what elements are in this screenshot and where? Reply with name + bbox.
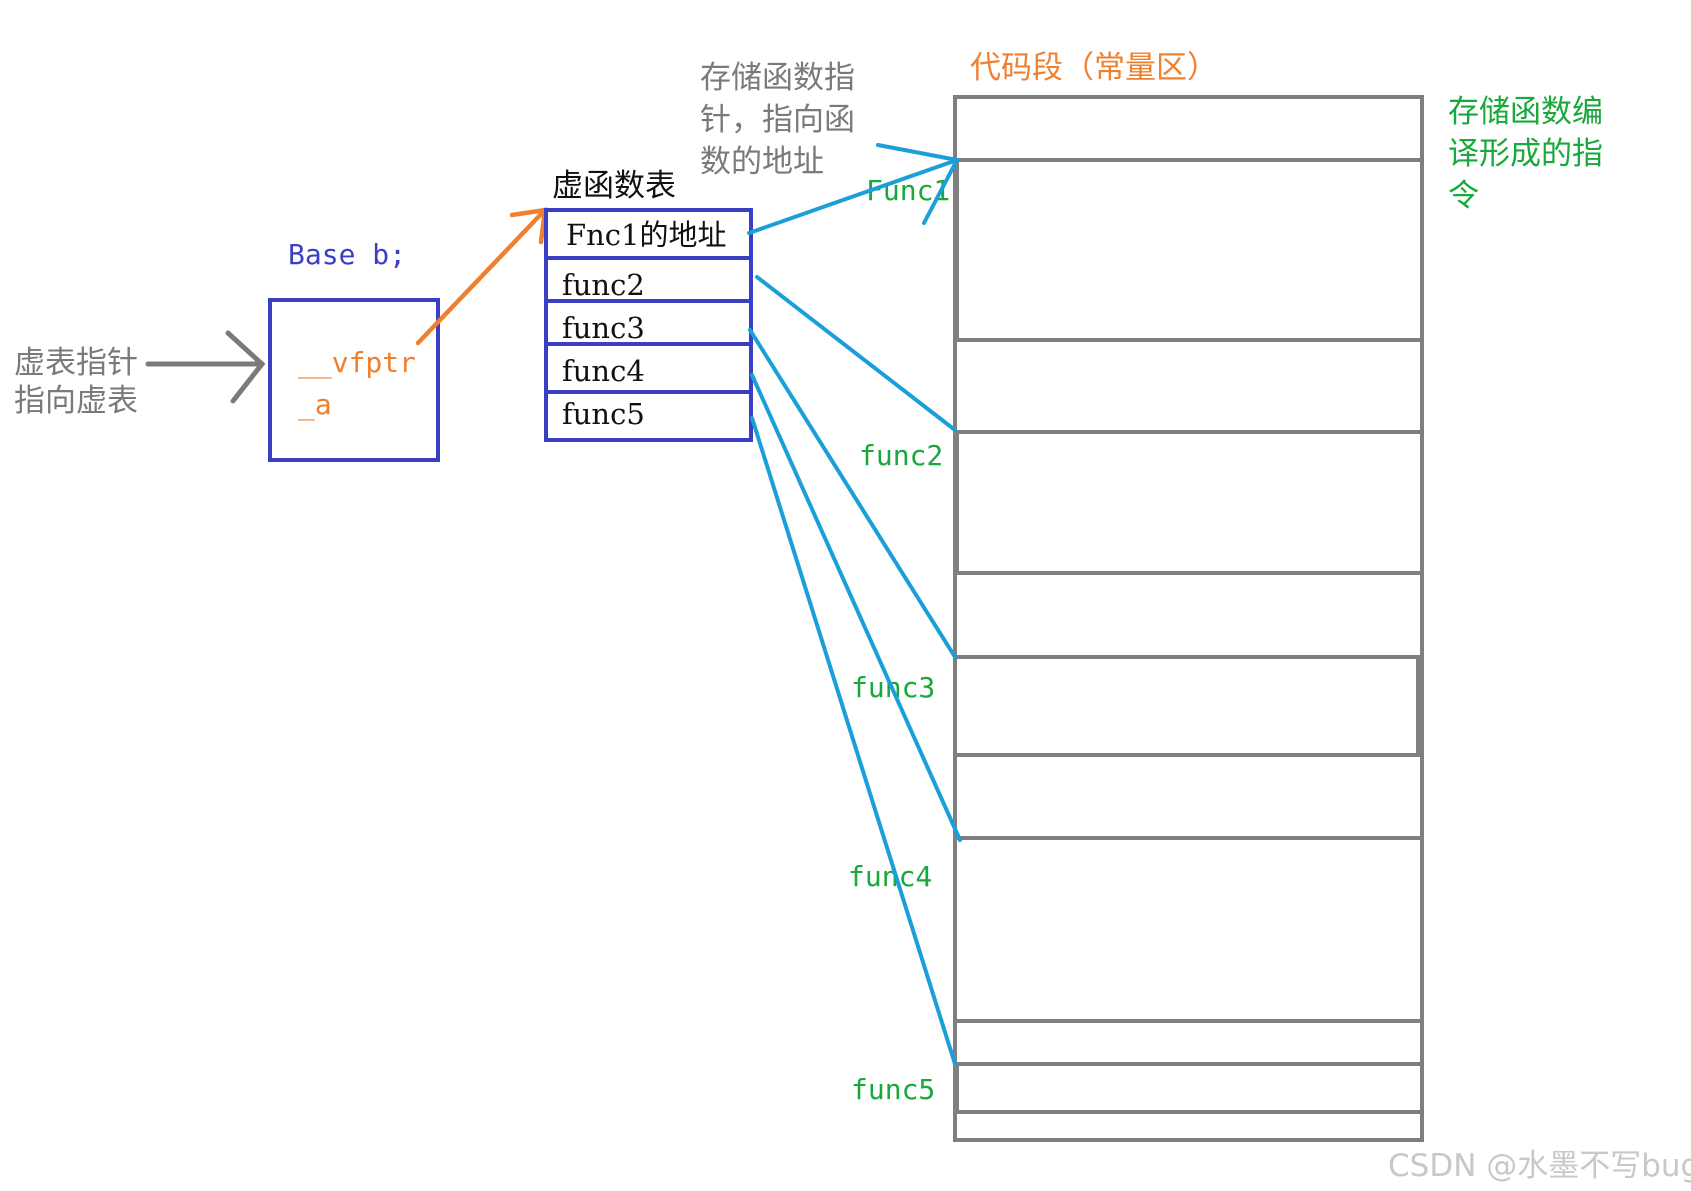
vtable-entry-func1: Fnc1的地址: [566, 218, 727, 252]
left-note-line1: 虚表指针: [14, 345, 138, 381]
pointer-arrowhead-func1: [876, 143, 961, 225]
top-note-line3: 数的地址: [700, 144, 824, 180]
csdn-watermark: CSDN @水墨不写bug: [1388, 1148, 1691, 1184]
object-field-vfptr: __vfptr: [298, 346, 416, 380]
vtable-entry-func3: func3: [562, 311, 645, 345]
vtable-entry-func2: func2: [562, 268, 645, 302]
pointer-arrow-func3: [748, 328, 957, 659]
code-label-func4: func4: [848, 860, 932, 893]
object-box: [268, 298, 440, 462]
code-label-func2: func2: [859, 439, 943, 472]
right-note-line3: 令: [1448, 178, 1479, 214]
pointer-arrow-func1: [747, 158, 959, 235]
pointer-arrows: [747, 143, 962, 1066]
code-segment-box: [953, 95, 1424, 1142]
top-note-line2: 针，指向函: [700, 102, 855, 138]
vfptr-arrow: [415, 207, 548, 346]
code-label-func5: func5: [851, 1073, 935, 1106]
vtable-title: 虚函数表: [552, 168, 676, 204]
left-note-arrow: [145, 330, 266, 404]
pointer-arrow-func2: [755, 275, 957, 432]
right-note-line1: 存储函数编: [1448, 94, 1603, 130]
object-title: Base b;: [288, 238, 406, 271]
left-note-line2: 指向虚表: [14, 383, 138, 419]
top-note-line1: 存储函数指: [700, 60, 855, 96]
vtable-entry-func4: func4: [562, 354, 645, 388]
pointer-arrow-func5: [750, 416, 957, 1066]
code-segment-title: 代码段（常量区）: [970, 50, 1218, 86]
vtable-entry-func5: func5: [562, 397, 645, 431]
object-field-a: _a: [298, 388, 332, 422]
right-note-line2: 译形成的指: [1448, 136, 1603, 172]
pointer-arrow-func4: [750, 373, 962, 842]
vtable-box: [544, 208, 753, 442]
